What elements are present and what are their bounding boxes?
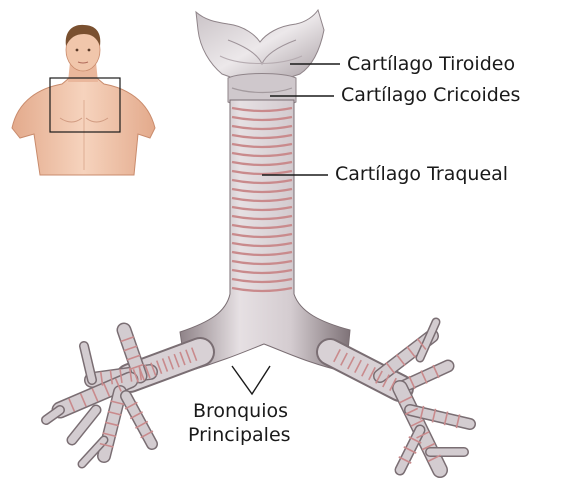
label-cartilago-traqueal: Cartílago Traqueal [335,165,508,184]
label-principales: Principales [188,426,291,445]
label-cartilago-cricoides: Cartílago Cricoides [341,86,520,105]
leader-line-bronquios [232,366,270,394]
label-bronquios: Bronquios [193,402,288,421]
left-bronchial-tree [46,330,200,464]
torso-thumbnail [12,25,155,175]
thyroid-cartilage [196,10,324,82]
label-cartilago-tiroideo: Cartílago Tiroideo [347,55,515,74]
trachea [180,100,350,372]
right-bronchial-tree [330,322,470,470]
